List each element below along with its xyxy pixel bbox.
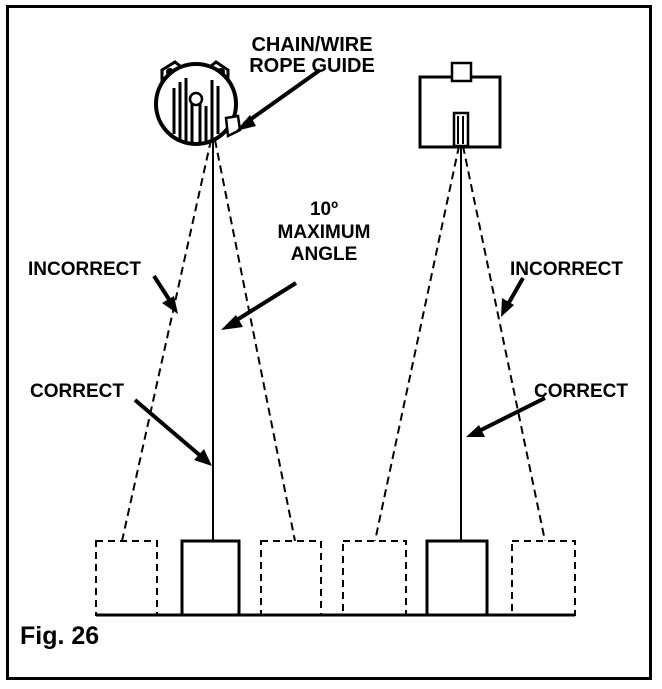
left-hoist-round: [154, 60, 242, 146]
label-guide-line2: ROPE GUIDE: [249, 55, 375, 77]
arrows: [133, 68, 546, 466]
label-angle-line2: MAXIMUM: [278, 222, 371, 243]
label-correct-right: CORRECT: [534, 381, 628, 402]
label-incorrect-right: INCORRECT: [510, 259, 623, 280]
label-incorrect-left: INCORRECT: [28, 259, 141, 280]
label-angle-line1: 10º: [310, 199, 338, 220]
left-chains: [121, 139, 296, 542]
loads: [95, 539, 576, 617]
gear-teeth: [172, 78, 220, 143]
label-correct-left: CORRECT: [30, 381, 124, 402]
label-angle-line3: ANGLE: [291, 244, 358, 265]
right-hoist-square: [418, 61, 502, 149]
label-guide-line1: CHAIN/WIRE: [251, 34, 372, 56]
figure-caption: Fig. 26: [20, 622, 100, 650]
right-chains: [374, 145, 546, 542]
